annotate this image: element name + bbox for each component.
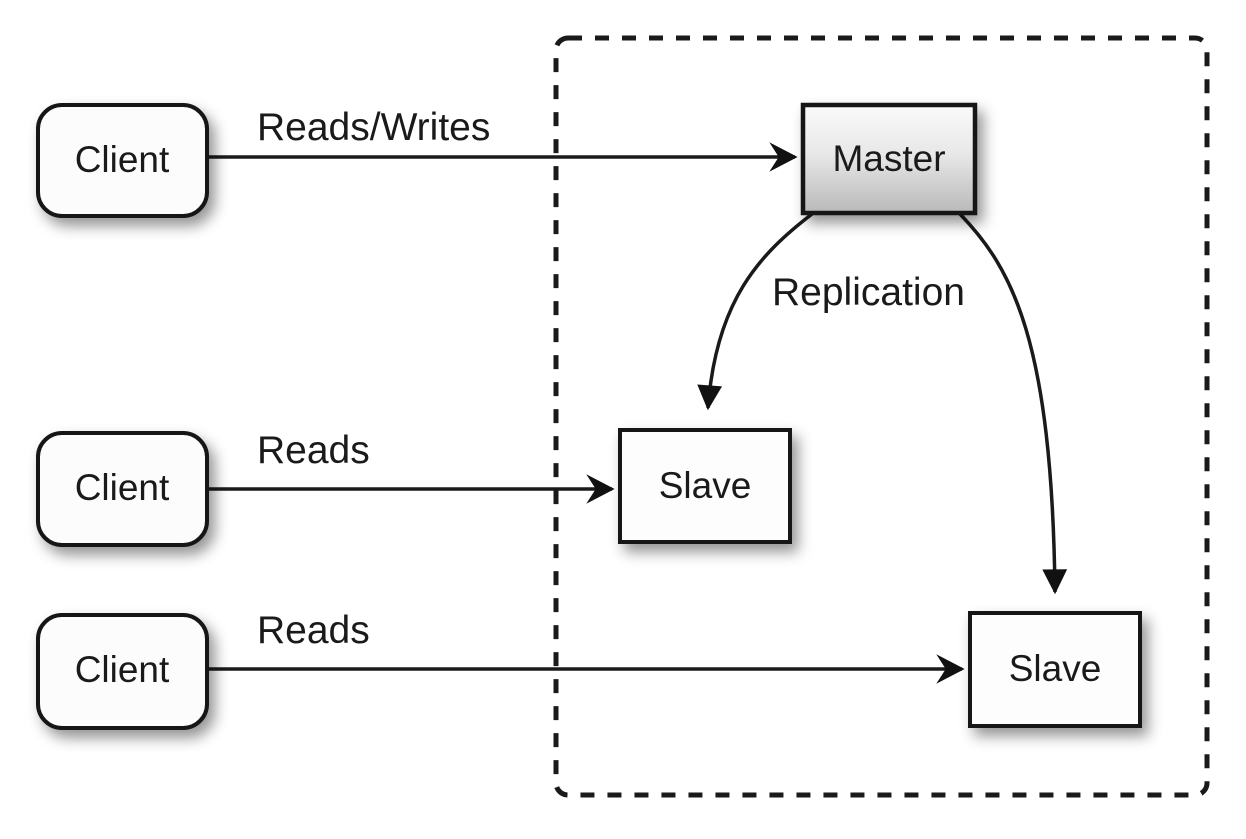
node-slave-2[interactable]: Slave — [968, 611, 1142, 728]
replication-cluster-boundary — [553, 35, 1210, 798]
slave-1-shape[interactable] — [618, 428, 792, 544]
edge-label-replication: Replication — [772, 271, 965, 314]
master-shape[interactable] — [800, 102, 978, 216]
edge-label-reads-upper: Reads — [257, 429, 370, 472]
node-client-3[interactable]: Client — [36, 613, 209, 730]
edge-master-slave1: Replication — [697, 212, 965, 411]
edge-label-reads-lower: Reads — [257, 609, 370, 652]
node-master[interactable]: Master — [800, 102, 978, 216]
client-1-label: Client — [75, 139, 170, 180]
slave-2-label: Slave — [1009, 648, 1102, 689]
edge-curve-replication-left — [697, 212, 814, 411]
client-3-label: Client — [75, 649, 170, 690]
client-1-shape[interactable] — [36, 103, 209, 218]
node-slave-1[interactable]: Slave — [618, 428, 792, 544]
node-client-1[interactable]: Client — [36, 103, 209, 218]
client-3-shape[interactable] — [36, 613, 209, 730]
client-2-label: Client — [75, 467, 170, 508]
edge-client3-slave2: Reads — [207, 609, 965, 684]
node-client-2[interactable]: Client — [36, 431, 209, 547]
edge-client1-master: Reads/Writes — [207, 106, 798, 172]
slave-1-label: Slave — [659, 465, 752, 506]
master-label: Master — [832, 138, 945, 179]
edge-master-slave2 — [958, 212, 1068, 595]
client-2-shape[interactable] — [36, 431, 209, 547]
slave-2-shape[interactable] — [968, 611, 1142, 728]
edge-label-reads-writes: Reads/Writes — [257, 106, 490, 149]
edge-curve-replication-right — [958, 212, 1068, 595]
edge-client2-slave1: Reads — [207, 429, 615, 504]
